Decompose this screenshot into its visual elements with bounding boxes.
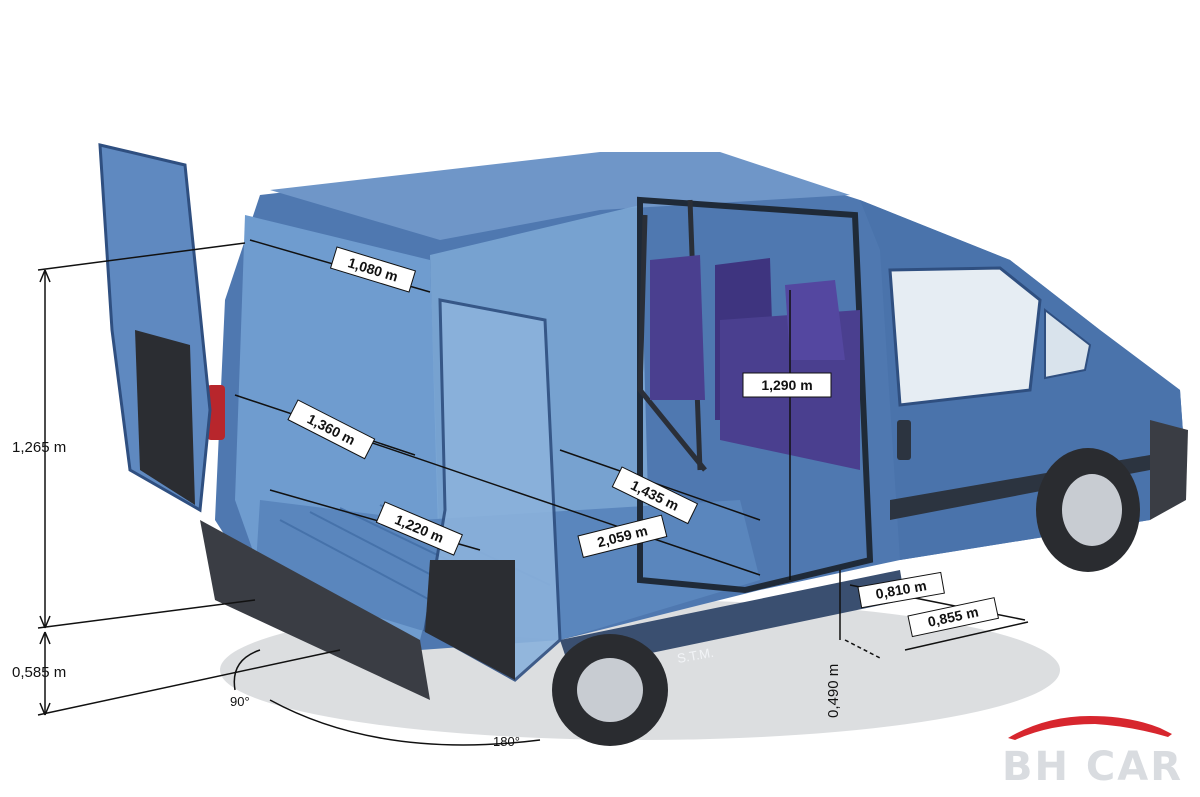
- rear-door-right: [423, 298, 562, 682]
- car-silhouette-icon: [1008, 716, 1172, 740]
- rear-door-left: [98, 143, 212, 513]
- bhcar-logo: BH CAR: [1002, 716, 1183, 790]
- angle-90-text: 90°: [230, 694, 250, 709]
- label-side-door-width: 0,810 m: [857, 571, 945, 609]
- side-height-text: 1,290 m: [761, 377, 812, 393]
- step-height-text: 0,490 m: [825, 664, 842, 718]
- label-side-height: 1,290 m: [742, 372, 832, 398]
- rear-height-text: 1,265 m: [12, 439, 66, 456]
- logo-text: BH CAR: [1002, 744, 1183, 790]
- angle-180-text: 180°: [493, 734, 520, 749]
- sill-height-text: 0,585 m: [12, 664, 66, 681]
- plate-text: S.T.M.: [676, 645, 715, 666]
- van-body: [200, 152, 1188, 746]
